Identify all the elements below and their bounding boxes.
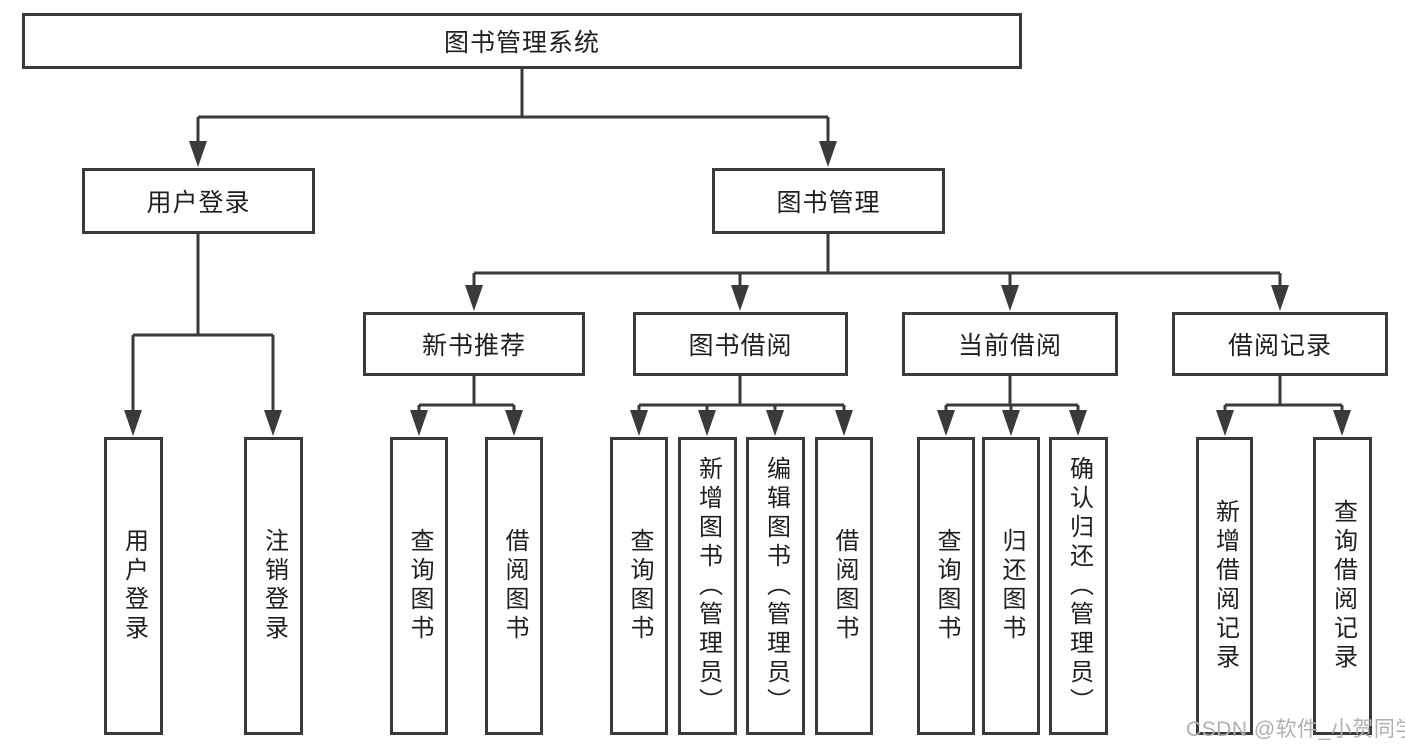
arrow-down-icon [819,141,837,167]
node-records-add-record: 新增借阅记录 [1196,437,1253,735]
arrow-down-icon [1002,410,1020,436]
node-borrow-records: 借阅记录 [1172,312,1388,376]
node-label: 确认归还（管理员） [1065,455,1093,717]
arrow-down-icon [124,410,142,436]
node-current-return-books: 归还图书 [982,437,1040,735]
node-label: 新书推荐 [421,332,526,360]
node-book-borrow: 图书借阅 [633,312,848,376]
node-label: 图书管理 [776,189,881,217]
arrow-down-icon [1333,410,1351,436]
arrow-down-icon [1001,285,1019,311]
node-label: 查询图书 [406,528,433,644]
arrow-down-icon [835,410,853,436]
arrow-down-icon [1271,285,1289,311]
node-label: 查询图书 [933,528,960,644]
node-newbook-query-books: 查询图书 [390,437,448,735]
arrow-down-icon [1069,410,1087,436]
node-label: 用户登录 [120,528,148,644]
arrow-down-icon [410,410,428,436]
node-label: 借阅图书 [501,528,528,644]
csdn-watermark: CSDN @软件_小贺同学 [1186,718,1405,741]
node-label: 当前借阅 [957,332,1062,360]
arrow-down-icon [937,410,955,436]
arrow-down-icon [630,410,648,436]
arrow-down-icon [264,410,282,436]
arrow-down-icon [465,285,483,311]
node-label: 编辑图书（管理员） [762,455,790,717]
node-label: 注销登录 [260,528,288,644]
node-borrow-borrow-books: 借阅图书 [815,437,873,735]
node-records-query-record: 查询借阅记录 [1313,437,1372,735]
arrow-down-icon [505,410,523,436]
node-label: 查询图书 [626,528,653,644]
arrow-down-icon [1216,410,1234,436]
node-label: 新增图书（管理员） [694,455,722,717]
arrow-down-icon [189,141,207,167]
node-logout: 注销登录 [244,437,303,735]
node-user-login-leaf: 用户登录 [104,437,163,735]
node-label: 图书借阅 [688,332,793,360]
node-current-query-books: 查询图书 [917,437,975,735]
node-borrow-query-books: 查询图书 [610,437,668,735]
arrow-down-icon [698,410,716,436]
arrow-down-icon [766,410,784,436]
node-current-confirm-return-admin: 确认归还（管理员） [1049,437,1108,735]
node-borrow-add-books-admin: 新增图书（管理员） [678,437,737,735]
arrow-down-icon [731,285,749,311]
node-new-book-recommend: 新书推荐 [363,312,585,376]
node-newbook-borrow-books: 借阅图书 [485,437,543,735]
node-label: 归还图书 [998,528,1025,644]
connector-paths [131,69,1344,414]
node-book-management-system: 图书管理系统 [22,13,1022,69]
node-label: 新增借阅记录 [1211,499,1239,673]
node-label: 查询借阅记录 [1329,499,1357,673]
node-label: 借阅记录 [1227,332,1332,360]
node-label: 图书管理系统 [443,29,600,57]
node-borrow-edit-books-admin: 编辑图书（管理员） [746,437,805,735]
node-user-login: 用户登录 [82,168,315,234]
arrowhead-icons [124,141,1351,436]
node-book-management: 图书管理 [712,168,945,234]
node-label: 用户登录 [146,189,251,217]
node-label: 借阅图书 [831,528,858,644]
node-current-borrow: 当前借阅 [902,312,1118,376]
